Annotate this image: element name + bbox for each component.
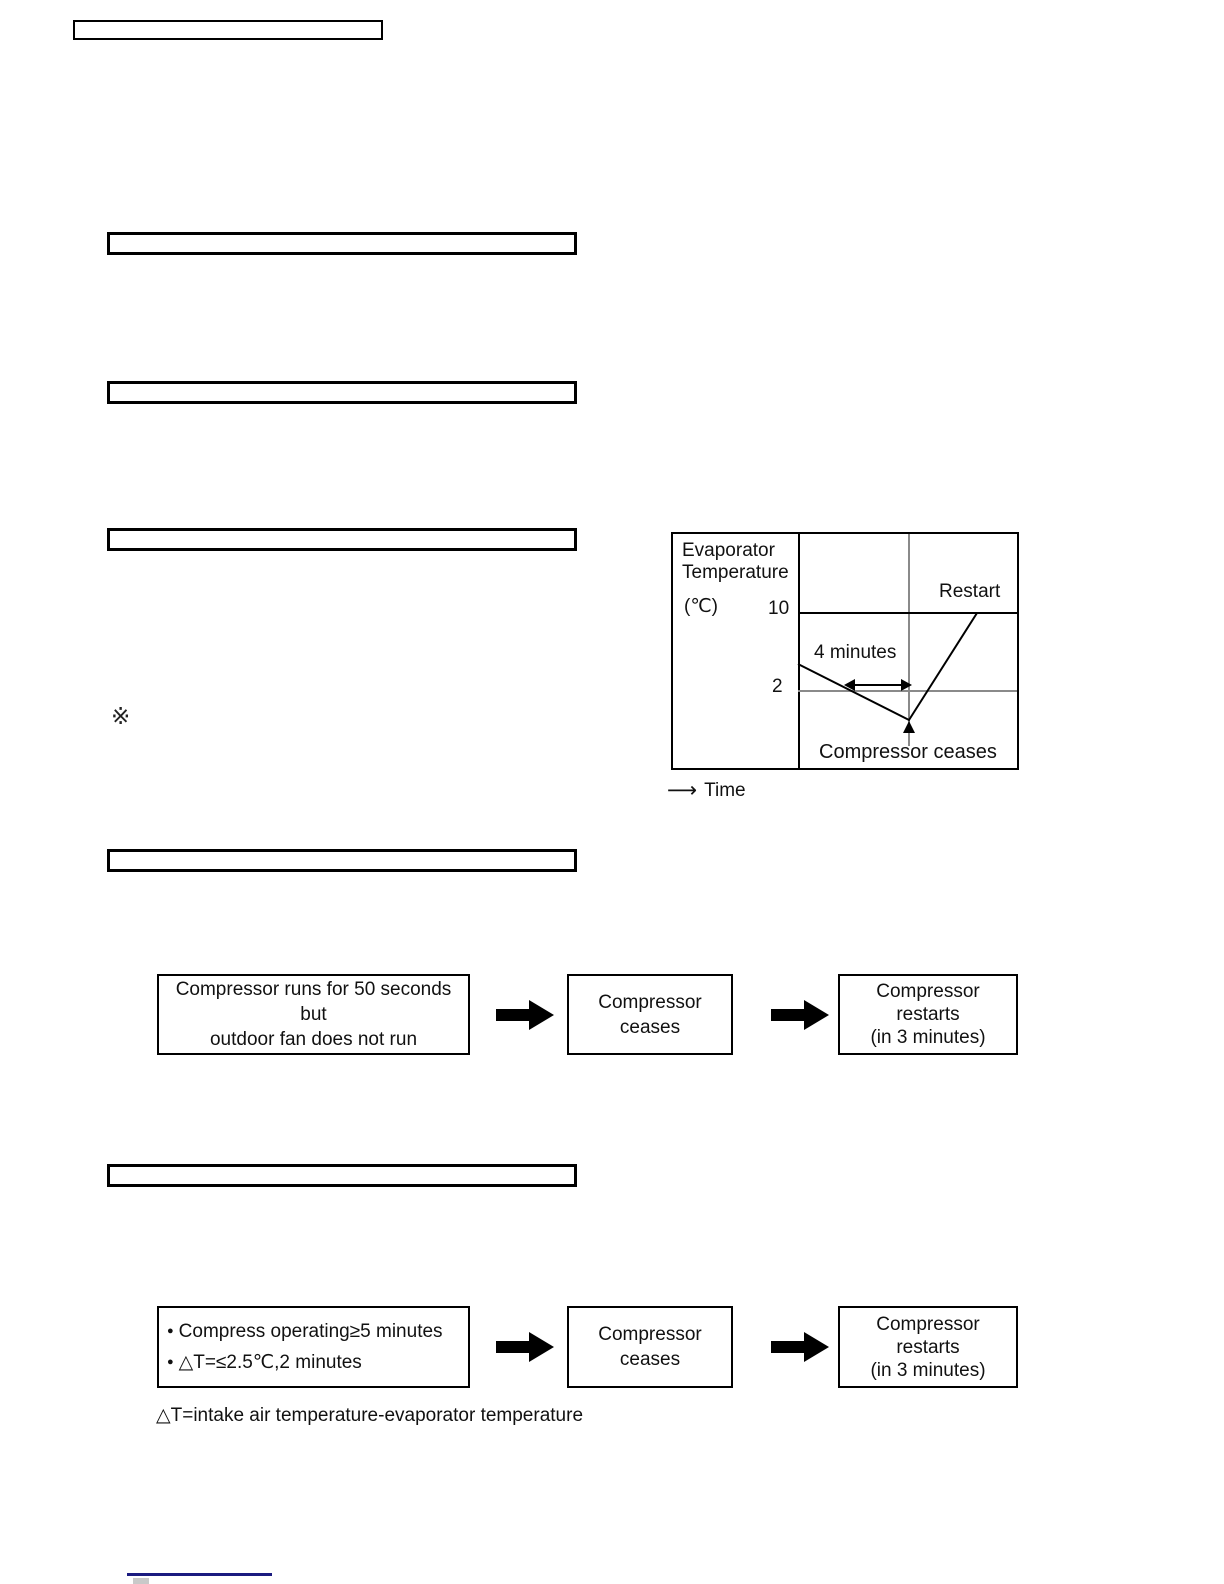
flow1-condition-line1: Compressor runs for 50 seconds bbox=[175, 979, 452, 1000]
section-heading-box-4 bbox=[107, 849, 577, 872]
arrow-head bbox=[804, 1332, 829, 1362]
flow2-arrow-2 bbox=[771, 1332, 829, 1362]
section-heading-box-3 bbox=[107, 528, 577, 551]
cease-point-up-arrow bbox=[903, 721, 915, 733]
chart-gridline-2 bbox=[798, 690, 1017, 692]
flow1-ceases-line1: Compressor bbox=[598, 991, 702, 1013]
chart-x-axis-label: ⟶ Time bbox=[667, 778, 746, 803]
flow2-condition-item2: ● △T=≤2.5℃,2 minutes bbox=[167, 1347, 362, 1378]
chart-ceases-annotation: Compressor ceases bbox=[819, 741, 997, 763]
flow1-restart-line1: Compressor bbox=[876, 981, 980, 1002]
arrow-head bbox=[529, 1332, 554, 1362]
temperature-line bbox=[797, 612, 978, 722]
flow1-restart-box: Compressor restarts (in 3 minutes) bbox=[838, 974, 1018, 1055]
arrow-bar bbox=[496, 1009, 529, 1021]
flow1-restart-line3: (in 3 minutes) bbox=[870, 1027, 986, 1048]
chart-plot-lines bbox=[797, 612, 978, 733]
flow1-arrow-2 bbox=[771, 1000, 829, 1030]
flow2-restart-box: Compressor restarts (in 3 minutes) bbox=[838, 1306, 1018, 1388]
evaporator-temperature-chart: Evaporator Temperature (℃) 10 2 Restart … bbox=[671, 532, 1019, 770]
chart-y-axis-unit: (℃) bbox=[684, 596, 718, 617]
flow2-ceases-box: Compressor ceases bbox=[567, 1306, 733, 1388]
arrow-head bbox=[804, 1000, 829, 1030]
flow2-ceases-line1: Compressor bbox=[598, 1324, 702, 1345]
flow2-condition-item1-text: Compress operating≥5 minutes bbox=[178, 1321, 443, 1342]
delta-t-definition-note: △T=intake air temperature-evaporator tem… bbox=[156, 1405, 584, 1426]
arrow-bar bbox=[496, 1341, 529, 1353]
section-heading-box-2 bbox=[107, 381, 577, 404]
flow2-ceases-line2: ceases bbox=[619, 1349, 681, 1370]
flow1-arrow-1 bbox=[496, 1000, 554, 1030]
chart-gridline-10 bbox=[798, 612, 1017, 614]
arrow-bar bbox=[771, 1341, 804, 1353]
flow2-restart-line2: restarts bbox=[896, 1336, 960, 1358]
section-heading-box-1 bbox=[107, 232, 577, 255]
chart-axis-divider-line bbox=[798, 534, 800, 768]
flow1-condition-line2: but bbox=[300, 1004, 327, 1025]
arrow-head bbox=[529, 1000, 554, 1030]
chart-restart-annotation: Restart bbox=[939, 581, 1001, 602]
time-label: Time bbox=[704, 779, 746, 801]
flow1-restart-line2: restarts bbox=[896, 1004, 960, 1025]
flow1-ceases-line2: ceases bbox=[619, 1016, 681, 1038]
flow2-condition-item1: ● Compress operating≥5 minutes bbox=[167, 1316, 443, 1347]
flow2-restart-line3: (in 3 minutes) bbox=[870, 1359, 986, 1381]
arrow-bar bbox=[771, 1009, 804, 1021]
footer-clipped-text-fragment bbox=[133, 1578, 149, 1584]
flow1-condition-box: Compressor runs for 50 seconds but outdo… bbox=[157, 974, 470, 1055]
bullet-icon: ● bbox=[167, 1325, 174, 1337]
chart-ytick-2: 2 bbox=[772, 676, 783, 697]
chart-ytick-10: 10 bbox=[768, 598, 790, 619]
page-header-box bbox=[73, 20, 383, 40]
flow1-ceases-box: Compressor ceases bbox=[567, 974, 733, 1055]
chart-y-axis-label-line2: Temperature bbox=[682, 562, 789, 583]
footer-link-underline[interactable] bbox=[127, 1573, 272, 1576]
section-heading-box-5 bbox=[107, 1164, 577, 1187]
flow1-condition-line3: outdoor fan does not run bbox=[209, 1029, 418, 1050]
flow2-condition-box: ● Compress operating≥5 minutes ● △T=≤2.5… bbox=[157, 1306, 470, 1388]
time-arrow-icon: ⟶ bbox=[667, 779, 697, 802]
flow2-arrow-1 bbox=[496, 1332, 554, 1362]
chart-y-axis-label-line1: Evaporator bbox=[682, 540, 775, 561]
flow2-restart-line1: Compressor bbox=[876, 1313, 980, 1335]
reference-mark: ※ bbox=[111, 703, 131, 729]
chart-cease-marker-line bbox=[908, 534, 910, 746]
chart-duration-annotation: 4 minutes bbox=[814, 642, 897, 663]
flow2-condition-item2-text: △T=≤2.5℃,2 minutes bbox=[178, 1352, 362, 1373]
chart-y-axis-label: Evaporator Temperature bbox=[682, 540, 789, 584]
bullet-icon: ● bbox=[167, 1356, 174, 1368]
duration-double-arrow bbox=[844, 679, 912, 691]
